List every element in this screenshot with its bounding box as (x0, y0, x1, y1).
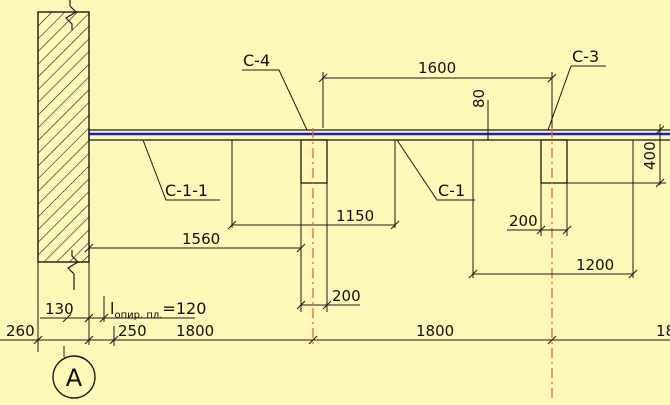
leader-c11 (142, 139, 220, 201)
label-c3: С-3 (572, 47, 599, 66)
dim-130: 130 (45, 300, 74, 318)
dim-1600: 1600 (418, 59, 456, 77)
rib-right (540, 128, 568, 400)
dim-1200: 1200 (576, 256, 614, 274)
dimension-lines (0, 72, 670, 357)
wall-hatch (37, 11, 90, 263)
dim-200-right: 200 (509, 212, 538, 230)
leader-c4 (242, 69, 308, 131)
wall-break-top (65, 0, 77, 30)
dim-1800-b: 1800 (416, 322, 454, 340)
axis-marker-a: А (52, 355, 96, 399)
dim-200-left: 200 (332, 287, 361, 305)
svg-text:lопир. пл.=120: lопир. пл.=120 (110, 299, 206, 321)
dim-1560: 1560 (182, 230, 220, 248)
leader-c1 (396, 139, 475, 201)
dim-1800-a: 1800 (176, 322, 214, 340)
dim-1150: 1150 (336, 207, 374, 225)
dim-250: 250 (118, 322, 147, 340)
label-c1: С-1 (438, 181, 465, 200)
dim-18-cut: 18 (656, 322, 670, 340)
label-c1-1: С-1-1 (165, 181, 208, 200)
label-c4: С-4 (243, 51, 270, 70)
rib-left (300, 128, 328, 345)
axis-label: А (66, 364, 83, 392)
slab (88, 129, 670, 141)
dim-400: 400 (641, 141, 659, 170)
wall (37, 0, 90, 350)
dim-260: 260 (6, 322, 35, 340)
callout-leaders (142, 65, 606, 201)
wall-break-bottom (67, 250, 79, 290)
support-length-label: lопир. пл.=120 (110, 299, 206, 321)
dim-80: 80 (470, 89, 488, 108)
